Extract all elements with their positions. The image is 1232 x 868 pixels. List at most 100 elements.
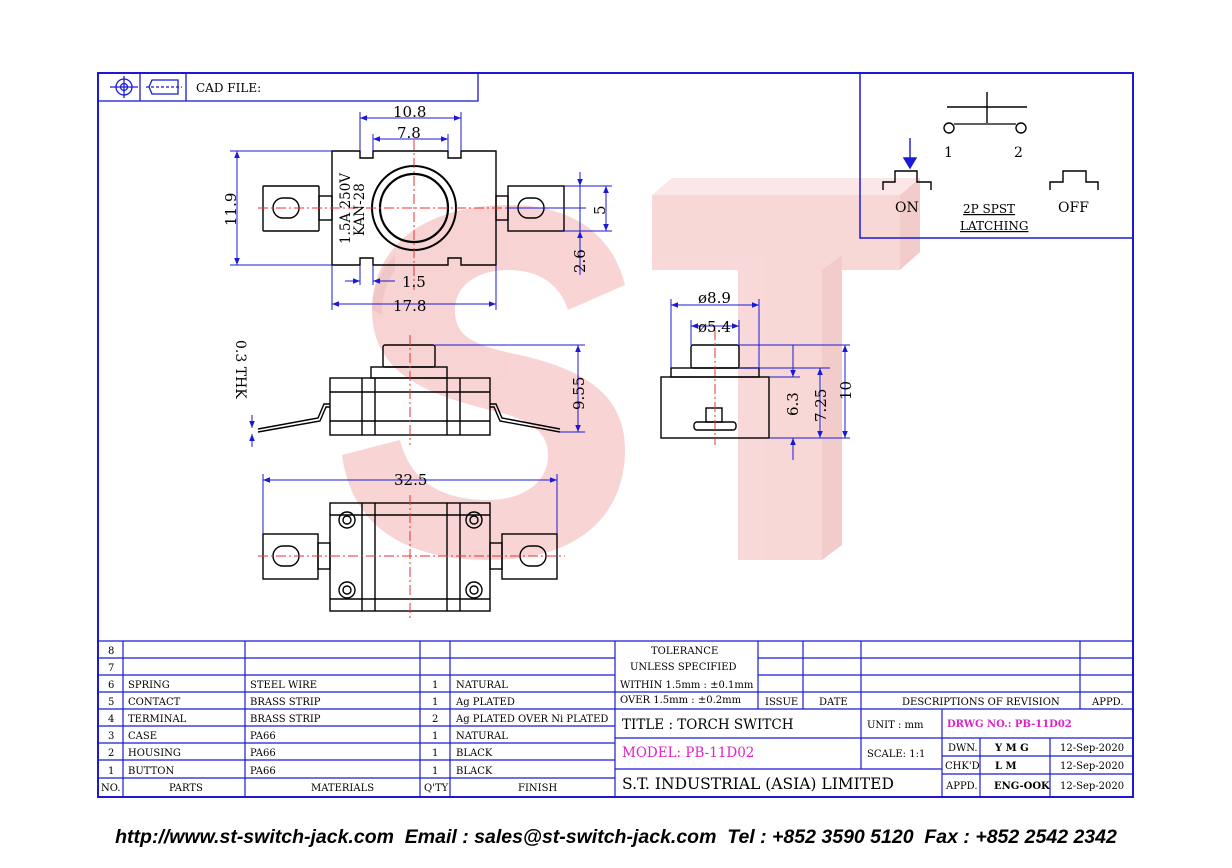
bom-material: BRASS STRIP <box>250 714 321 725</box>
bom-headers: NO. PARTS MATERIALS Q'TY FINISH <box>101 783 557 794</box>
bom-qty: 1 <box>432 680 438 691</box>
bom-finish: NATURAL <box>456 731 508 742</box>
dim-dia-inner: ø5.4 <box>698 318 731 336</box>
scale-label: SCALE: 1:1 <box>867 749 925 760</box>
cad-file-label: CAD FILE: <box>196 81 261 95</box>
bom-qty: 1 <box>432 731 438 742</box>
dim-dia-outer: ø8.9 <box>698 289 731 307</box>
side-view-dimensions <box>249 344 585 447</box>
appd-name: ENG-OOK <box>994 781 1050 792</box>
dwn-date: 12-Sep-2020 <box>1060 743 1124 754</box>
bom-rows: 8 7 6 SPRING STEEL WIRE 1 NATURAL 5 CONT… <box>108 646 608 777</box>
header-qty: Q'TY <box>424 783 449 794</box>
dim-body-length: 17.8 <box>393 297 426 315</box>
bom-no: 1 <box>108 766 114 777</box>
drawing-title: TITLE : TORCH SWITCH <box>622 717 794 733</box>
dim-height: 11.9 <box>222 193 240 226</box>
bom-no: 4 <box>108 714 114 725</box>
bom-finish: BLACK <box>456 766 493 777</box>
bom-part: HOUSING <box>128 748 181 759</box>
dim-terminal-offset: 2.6 <box>571 249 589 273</box>
header-finish: FINISH <box>518 783 557 794</box>
bom-no: 2 <box>108 748 114 759</box>
bom-qty: 1 <box>432 697 438 708</box>
projection-symbol-icon <box>110 76 182 98</box>
bom-no: 7 <box>108 663 114 674</box>
bom-material: STEEL WIRE <box>250 680 317 691</box>
bom-material: PA66 <box>250 766 276 777</box>
dim-slot: 1.5 <box>402 273 426 291</box>
dwn-label: DWN. <box>948 743 978 754</box>
bom-part: TERMINAL <box>128 714 187 725</box>
dim-top-inner: 7.8 <box>397 124 421 142</box>
tolerance-block: TOLERANCE UNLESS SPECIFIED WITHIN 1.5mm … <box>620 646 754 706</box>
tolerance-title: TOLERANCE <box>651 646 718 657</box>
bom-no: 8 <box>108 646 114 657</box>
bom-material: BRASS STRIP <box>250 697 321 708</box>
switch-type-label: 2P SPST <box>963 202 1015 216</box>
switch-symbol <box>882 92 1099 190</box>
bom-no: 6 <box>108 680 114 691</box>
dim-overall-length: 32.5 <box>394 471 427 489</box>
bom-finish: Ag PLATED <box>455 697 515 708</box>
bom-part: SPRING <box>128 680 170 691</box>
dim-terminal-width: 5 <box>591 205 609 215</box>
bom-part: CONTACT <box>128 697 181 708</box>
marking-model: KAN-28 <box>352 183 368 236</box>
bom-finish: Ag PLATED OVER Ni PLATED <box>455 714 608 725</box>
unit-label: UNIT : mm <box>867 720 924 731</box>
pin-2-label: 2 <box>1014 145 1023 161</box>
dim-top-outer: 10.8 <box>393 103 426 121</box>
header-no: NO. <box>101 783 121 794</box>
bom-qty: 2 <box>432 714 438 725</box>
pin-1-label: 1 <box>944 145 953 161</box>
dim-end-h3: 10 <box>837 381 855 400</box>
bom-material: PA66 <box>250 731 276 742</box>
revision-desc: DESCRIPTIONS OF REVISION <box>902 697 1060 708</box>
bottom-view-center-lines <box>258 495 565 620</box>
appd-label: APPD. <box>945 781 978 792</box>
tolerance-subtitle: UNLESS SPECIFIED <box>630 662 737 673</box>
revision-issue: ISSUE <box>765 697 798 708</box>
title-block-text: TITLE : TORCH SWITCH UNIT : mm DRWG NO.:… <box>622 717 1124 793</box>
title-block-grid <box>98 640 1133 797</box>
end-view-dimensions <box>670 299 850 460</box>
top-view-dimensions <box>230 112 612 310</box>
revision-appd: APPD. <box>1091 697 1124 708</box>
dwn-name: Y M G <box>994 743 1029 754</box>
revision-header: ISSUE DATE DESCRIPTIONS OF REVISION APPD… <box>765 697 1124 708</box>
tolerance-within: WITHIN 1.5mm : ±0.1mm <box>620 680 754 691</box>
dim-side-height: 9.55 <box>570 377 588 410</box>
bottom-view-dimensions <box>262 474 558 534</box>
model-label: MODEL: PB-11D02 <box>622 745 754 761</box>
cad-box <box>97 72 479 102</box>
header-parts: PARTS <box>169 783 203 794</box>
tolerance-over: OVER 1.5mm : ±0.2mm <box>620 695 742 706</box>
bom-finish: NATURAL <box>456 680 508 691</box>
off-label: OFF <box>1058 200 1089 216</box>
switch-action-label: LATCHING <box>960 219 1028 233</box>
bom-qty: 1 <box>432 766 438 777</box>
dim-end-h2: 7.25 <box>812 389 830 422</box>
schematic-box <box>859 72 1134 239</box>
revision-date: DATE <box>819 697 848 708</box>
on-label: ON <box>895 200 919 216</box>
chkd-name: L M <box>995 761 1017 772</box>
company-name: S.T. INDUSTRIAL (ASIA) LIMITED <box>622 775 894 793</box>
bom-qty: 1 <box>432 748 438 759</box>
bom-material: PA66 <box>250 748 276 759</box>
dim-thickness: 0.3 THK <box>232 340 248 399</box>
drawing-number: DRWG NO.: PB-11D02 <box>947 719 1072 730</box>
dim-end-h1: 6.3 <box>784 392 802 416</box>
appd-date: 12-Sep-2020 <box>1060 781 1124 792</box>
marking-rating: 1.5A 250V <box>338 173 354 244</box>
chkd-label: CHK'D <box>945 761 980 772</box>
bom-finish: BLACK <box>456 748 493 759</box>
contact-footer: http://www.st-switch-jack.com Email : sa… <box>115 826 1117 848</box>
bom-no: 5 <box>108 697 114 708</box>
header-materials: MATERIALS <box>311 783 374 794</box>
bom-part: CASE <box>128 731 157 742</box>
bom-part: BUTTON <box>128 766 175 777</box>
bom-no: 3 <box>108 731 114 742</box>
